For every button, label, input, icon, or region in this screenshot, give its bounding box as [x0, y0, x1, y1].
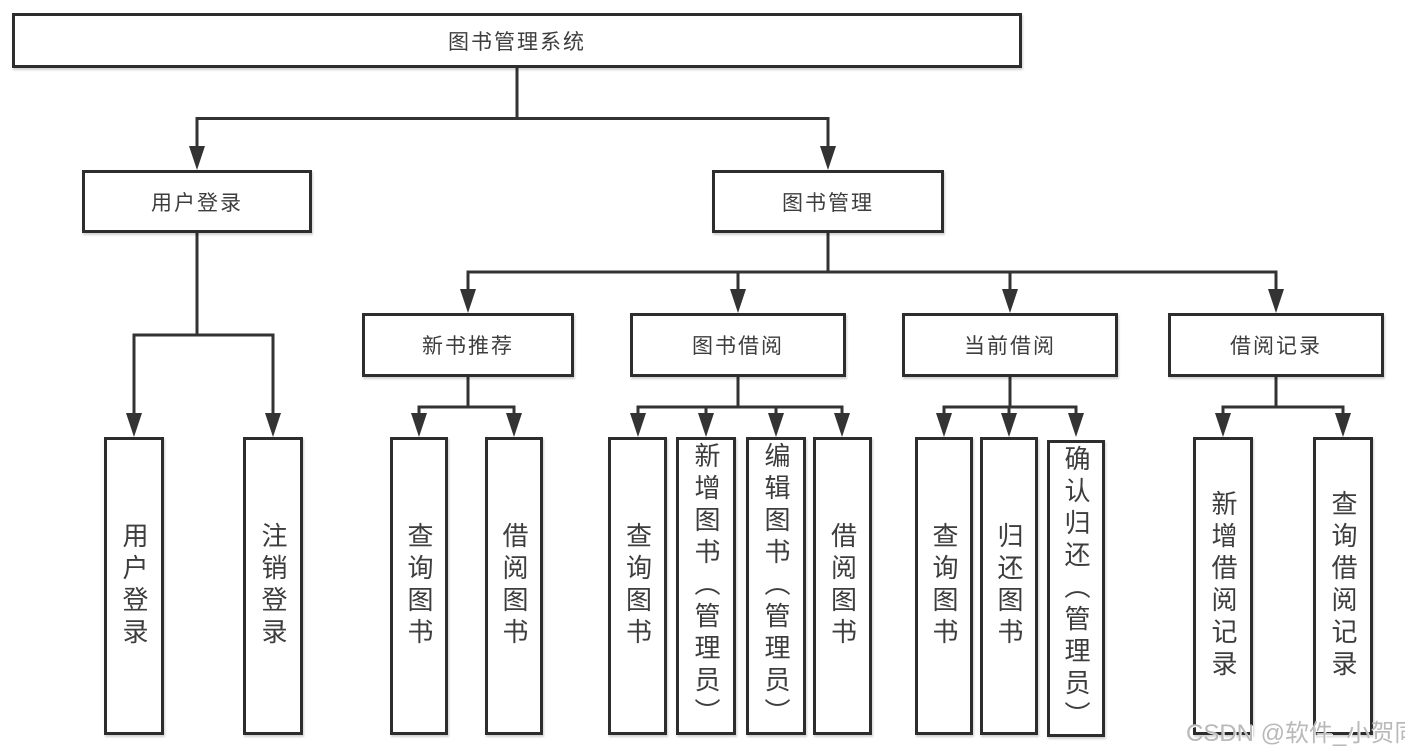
leaf-user-login-label: 用户登录: [119, 522, 149, 650]
leaf-edit-books-admin-label: 编辑图书（管理员）: [761, 442, 791, 730]
leaf-add-borrow-record: 新增借阅记录: [1193, 437, 1253, 735]
leaf-logout: 注销登录: [243, 437, 303, 735]
node-new-book-recommend: 新书推荐: [362, 313, 574, 377]
leaf-recommend-query-books-label: 查询图书: [404, 522, 434, 650]
leaf-recommend-query-books: 查询图书: [390, 437, 448, 735]
node-new-book-recommend-label: 新书推荐: [422, 335, 514, 358]
leaf-user-login: 用户登录: [104, 437, 164, 735]
node-book-borrow-label: 图书借阅: [692, 335, 784, 358]
leaf-borrow-books-label: 借阅图书: [827, 522, 858, 650]
leaf-current-query-books-label: 查询图书: [929, 522, 959, 650]
leaf-add-books-admin: 新增图书（管理员）: [676, 437, 736, 735]
leaf-current-query-books: 查询图书: [915, 437, 973, 735]
leaf-query-borrow-record-label: 查询借阅记录: [1328, 490, 1358, 682]
leaf-add-borrow-record-label: 新增借阅记录: [1208, 490, 1238, 682]
node-borrow-records: 借阅记录: [1168, 313, 1384, 377]
leaf-edit-books-admin: 编辑图书（管理员）: [746, 437, 806, 735]
node-current-borrow: 当前借阅: [902, 313, 1118, 377]
node-user-login: 用户登录: [82, 170, 312, 233]
leaf-recommend-borrow-books: 借阅图书: [485, 437, 543, 735]
node-root-system: 图书管理系统: [12, 13, 1022, 68]
leaf-return-books: 归还图书: [980, 437, 1038, 735]
node-user-login-label: 用户登录: [151, 191, 243, 215]
leaf-confirm-return-admin: 确认归还（管理员）: [1047, 440, 1105, 737]
leaf-confirm-return-admin-label: 确认归还（管理员）: [1061, 444, 1091, 733]
node-borrow-records-label: 借阅记录: [1230, 335, 1322, 358]
leaf-add-books-admin-label: 新增图书（管理员）: [691, 442, 721, 730]
node-current-borrow-label: 当前借阅: [964, 335, 1056, 358]
leaf-recommend-borrow-books-label: 借阅图书: [499, 522, 529, 650]
node-book-borrow: 图书借阅: [630, 313, 846, 377]
leaf-return-books-label: 归还图书: [994, 522, 1024, 650]
node-root-system-label: 图书管理系统: [448, 30, 586, 54]
node-book-management: 图书管理: [712, 170, 944, 233]
leaf-query-borrow-record: 查询借阅记录: [1313, 437, 1373, 735]
leaf-borrow-query-books: 查询图书: [608, 437, 667, 735]
leaf-borrow-books: 借阅图书: [813, 437, 872, 735]
csdn-watermark: CSDN @软件_小贺同学: [1186, 720, 1405, 747]
leaf-borrow-query-books-label: 查询图书: [622, 522, 653, 650]
leaf-logout-label: 注销登录: [258, 522, 288, 650]
node-book-management-label: 图书管理: [782, 191, 874, 215]
